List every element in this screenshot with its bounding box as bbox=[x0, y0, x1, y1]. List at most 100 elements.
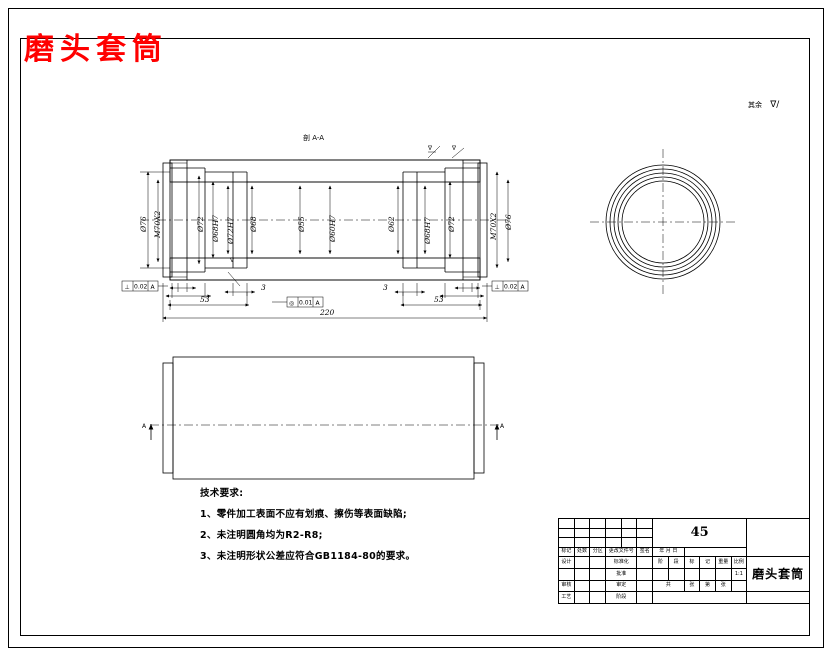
section-view-label: 剖 A-A bbox=[303, 134, 325, 142]
tb-blank bbox=[636, 567, 654, 581]
technical-requirements: 技术要求: 1、零件加工表面不应有划痕、擦伤等表面缺陷; 2、未注明圆角均为R2… bbox=[200, 485, 530, 569]
end-view-circles bbox=[590, 149, 736, 295]
tb-blank bbox=[636, 591, 654, 604]
svg-text:⊥: ⊥ bbox=[495, 284, 500, 291]
dim-outer-diameter-right: Ø76 bbox=[504, 214, 513, 231]
tb-blank bbox=[589, 579, 607, 593]
dim-groove-left: 3 bbox=[261, 283, 266, 292]
tolerance-frame-right: ⊥ 0.02 A bbox=[482, 280, 529, 292]
tb-blank bbox=[558, 527, 575, 539]
tb-blank bbox=[605, 518, 622, 529]
tb-blank bbox=[746, 591, 810, 604]
tb-head-riqi: 年 月 日 bbox=[652, 546, 685, 558]
tb-sheet-gong: 共 bbox=[652, 579, 685, 593]
tb-head-fenqu: 分区 bbox=[589, 546, 607, 558]
dim-thread-right: M70X2 bbox=[489, 212, 498, 241]
material-cell: 45 bbox=[652, 518, 748, 548]
tb-blank bbox=[636, 518, 654, 529]
tb-sheet-zhang2: 张 bbox=[714, 579, 732, 593]
tb-scale-head: 比例 bbox=[730, 556, 748, 569]
dim-bore-72-right: Ø72 bbox=[447, 216, 456, 233]
svg-text:A: A bbox=[316, 300, 321, 307]
dim-left-step: 53 bbox=[200, 295, 210, 304]
dim-bore-72: Ø72 bbox=[196, 216, 205, 233]
dim-groove-right: 3 bbox=[383, 283, 388, 292]
tb-blank bbox=[667, 567, 685, 581]
tb-role-jieduan: 阶段 bbox=[605, 591, 638, 604]
tb-head-wenjianhao: 更改文件号 bbox=[605, 546, 638, 558]
tb-blank bbox=[636, 537, 654, 548]
tb-role-pizhun: 批准 bbox=[605, 567, 638, 581]
tb-blank bbox=[605, 527, 622, 539]
tb-blank bbox=[573, 567, 591, 581]
section-arrow-right-label: A bbox=[500, 423, 505, 430]
dim-bore-60h7: Ø60H7 bbox=[328, 215, 337, 243]
dim-bore-55: Ø55 bbox=[297, 216, 306, 233]
dim-right-step: 53 bbox=[434, 295, 444, 304]
tb-blank bbox=[636, 579, 654, 593]
tb-blank bbox=[652, 591, 748, 604]
svg-text:⊥: ⊥ bbox=[125, 284, 130, 291]
tb-blank bbox=[573, 591, 591, 604]
tb-stage-3: 标 bbox=[683, 556, 701, 569]
part-name-cell: 磨头套筒 bbox=[746, 556, 810, 593]
svg-text:◎: ◎ bbox=[289, 300, 294, 307]
tb-blank bbox=[558, 537, 575, 548]
dim-bore-62: Ø62 bbox=[387, 216, 396, 233]
note-item-2: 2、未注明圆角均为R2-R8; bbox=[200, 530, 323, 541]
tb-scale-value: 1:1 bbox=[730, 567, 748, 581]
tb-stage-4: 记 bbox=[699, 556, 716, 569]
section-arrow-left-label: A bbox=[142, 423, 147, 430]
tb-role-shending: 审定 bbox=[605, 579, 638, 593]
svg-text:0.01: 0.01 bbox=[299, 300, 313, 307]
tb-role-sheji: 设计 bbox=[558, 556, 575, 569]
note-item-3: 3、未注明形状公差应符合GB1184-80的要求。 bbox=[200, 551, 416, 562]
tb-role-biaozhunhua: 标准化 bbox=[605, 556, 638, 569]
tb-sheet-zhang1: 张 bbox=[683, 579, 701, 593]
tb-blank bbox=[589, 527, 607, 539]
sheet-border-inner bbox=[20, 38, 810, 636]
tb-head-biaoji: 标记 bbox=[558, 546, 575, 558]
tb-blank bbox=[636, 556, 654, 569]
dim-overall-length: 220 bbox=[319, 308, 335, 317]
tb-blank bbox=[589, 567, 607, 581]
tb-stage-1: 阶 bbox=[652, 556, 669, 569]
tb-blank bbox=[605, 537, 622, 548]
roughness-leader-top: ∇ bbox=[427, 145, 433, 152]
tb-blank bbox=[573, 537, 591, 548]
tb-stage-2: 段 bbox=[667, 556, 685, 569]
tb-weight-head: 重量 bbox=[714, 556, 732, 569]
notes-heading: 技术要求: bbox=[200, 488, 244, 499]
tb-head-chushu: 处数 bbox=[573, 546, 591, 558]
note-item-1: 1、零件加工表面不应有划痕、擦伤等表面缺陷; bbox=[200, 509, 408, 520]
tb-blank bbox=[573, 556, 591, 569]
roughness-leader-inner: ∇ bbox=[229, 257, 235, 264]
svg-text:0.02: 0.02 bbox=[504, 284, 518, 291]
roughness-icon: ∇∕ bbox=[770, 100, 780, 110]
tb-blank bbox=[620, 518, 638, 529]
tb-sheet-di: 第 bbox=[699, 579, 716, 593]
title-block: 45 标记 处数 分区 bbox=[558, 517, 810, 604]
tb-blank bbox=[589, 591, 607, 604]
svg-text:A: A bbox=[151, 284, 156, 291]
sheet-border-outer bbox=[8, 8, 824, 648]
tb-head-qianming: 签名 bbox=[636, 546, 654, 558]
dim-outer-diameter: Ø76 bbox=[139, 216, 148, 233]
tb-role-gongyi: 工艺 bbox=[558, 591, 575, 604]
tb-blank bbox=[573, 527, 591, 539]
tb-role-shenhe: 审核 bbox=[558, 579, 575, 593]
page-title: 磨头套筒 bbox=[24, 32, 168, 67]
dim-thread-left: M70X2 bbox=[153, 210, 162, 239]
tb-blank bbox=[620, 537, 638, 548]
svg-text:A: A bbox=[521, 284, 526, 291]
roughness-leader-top2: ∇ bbox=[451, 145, 457, 152]
dim-bore-68h7-right: Ø68H7 bbox=[423, 217, 432, 245]
tb-blank bbox=[620, 527, 638, 539]
tb-blank bbox=[652, 567, 669, 581]
tb-blank bbox=[589, 556, 607, 569]
tb-blank-right bbox=[746, 517, 810, 558]
general-roughness-label: 其余 bbox=[748, 101, 762, 109]
tb-blank bbox=[714, 567, 732, 581]
